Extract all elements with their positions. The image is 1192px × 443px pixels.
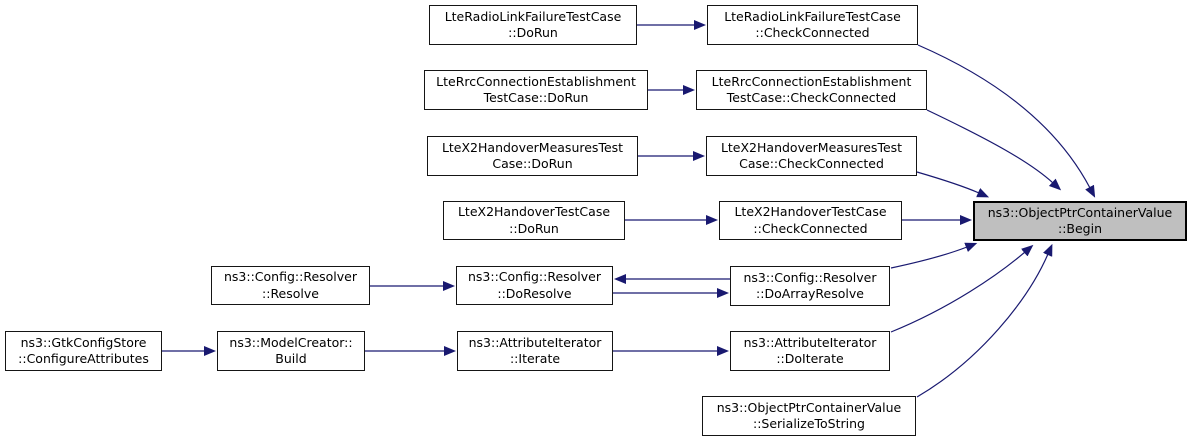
graph-node-label-line: ::Iterate xyxy=(509,351,561,366)
graph-node-label-line: ns3::ModelCreator:: xyxy=(229,334,353,350)
edge-lte-radio-link-failure-checkconnected-to-objectptrcontainervalue-begin xyxy=(917,44,1096,198)
graph-node-label-line: LteX2HandoverMeasuresTest xyxy=(441,139,624,155)
graph-node-label-line: ::DoArrayResolve xyxy=(756,286,864,301)
graph-node-label-line: Build xyxy=(275,351,307,366)
graph-node-lte-radio-link-failure-dorun[interactable]: LteRadioLinkFailureTestCase::DoRun xyxy=(429,5,637,45)
graph-node-label-line: ns3::Config::Resolver xyxy=(743,269,877,285)
graph-node-label-line: ::DoIterate xyxy=(776,351,844,366)
graph-node-config-resolver-doarrayresolve[interactable]: ns3::Config::Resolver::DoArrayResolve xyxy=(730,266,890,306)
graph-node-lte-x2-handover-checkconnected[interactable]: LteX2HandoverTestCase::CheckConnected xyxy=(719,201,902,240)
graph-node-label-line: ::DoResolve xyxy=(497,285,572,301)
graph-node-label-line: Case::CheckConnected xyxy=(739,156,884,171)
graph-node-label-line: ns3::Config::Resolver xyxy=(223,269,357,284)
graph-node-label-line: LteRrcConnectionEstablishment xyxy=(711,73,912,89)
graph-node-label-line: ::Begin xyxy=(1057,221,1103,236)
graph-node-label-line: ::DoRun xyxy=(509,220,559,236)
graph-node-label-line: LteRadioLinkFailureTestCase xyxy=(444,8,622,24)
graph-node-label-line: LteRadioLinkFailureTestCase xyxy=(724,8,901,24)
graph-node-label-line: LteRrcConnectionEstablishment xyxy=(436,73,636,89)
graph-node-modelcreator-build[interactable]: ns3::ModelCreator::Build xyxy=(217,331,365,371)
graph-node-label-line: TestCase::CheckConnected xyxy=(726,90,897,105)
graph-node-label-line: TestCase::DoRun xyxy=(483,90,589,105)
graph-node-label-line: ns3::AttributeIterator xyxy=(743,334,877,350)
graph-node-label-line: ns3::ObjectPtrContainerValue xyxy=(987,204,1173,220)
graph-node-label-line: ns3::AttributeIterator xyxy=(468,334,602,350)
graph-node-lte-x2-handover-dorun[interactable]: LteX2HandoverTestCase::DoRun xyxy=(443,201,625,240)
graph-node-config-resolver-resolve[interactable]: ns3::Config::Resolver::Resolve xyxy=(211,266,370,305)
edge-objectptrcontainervalue-serializetostring-to-objectptrcontainervalue-begin xyxy=(916,243,1053,398)
graph-node-config-resolver-doresolve[interactable]: ns3::Config::Resolver::DoResolve xyxy=(456,266,613,305)
graph-node-lte-radio-link-failure-checkconnected[interactable]: LteRadioLinkFailureTestCase::CheckConnec… xyxy=(707,5,918,45)
graph-node-label-line: ns3::GtkConfigStore xyxy=(20,334,147,350)
graph-node-label-line: ::SerializeToString xyxy=(753,416,865,431)
graph-node-label-line: ::CheckConnected xyxy=(755,25,870,40)
graph-node-attributeiterator-iterate[interactable]: ns3::AttributeIterator::Iterate xyxy=(457,331,613,371)
graph-node-label-line: ::CheckConnected xyxy=(753,220,868,236)
edge-lte-x2-handover-measures-checkconnected-to-objectptrcontainervalue-begin xyxy=(916,171,990,198)
graph-node-objectptrcontainervalue-begin: ns3::ObjectPtrContainerValue::Begin xyxy=(973,201,1187,241)
graph-node-label-line: LteX2HandoverMeasuresTest xyxy=(720,139,903,155)
graph-node-gtkconfigstore-configureattributes[interactable]: ns3::GtkConfigStore::ConfigureAttributes xyxy=(5,331,162,371)
graph-node-attributeiterator-doiterate[interactable]: ns3::AttributeIterator::DoIterate xyxy=(730,331,890,371)
graph-node-label-line: ::DoRun xyxy=(508,25,558,40)
graph-node-label-line: Case::DoRun xyxy=(492,156,573,171)
graph-node-objectptrcontainervalue-serializetostring[interactable]: ns3::ObjectPtrContainerValue::SerializeT… xyxy=(702,396,916,436)
edge-lte-rrc-connection-establishment-checkconnected-to-objectptrcontainervalue-begin xyxy=(926,109,1062,191)
graph-node-label-line: ::Resolve xyxy=(262,285,319,301)
graph-node-label-line: ::ConfigureAttributes xyxy=(18,351,149,366)
edge-attributeiterator-doiterate-to-objectptrcontainervalue-begin xyxy=(890,244,1034,333)
graph-node-label-line: ns3::Config::Resolver xyxy=(467,269,601,284)
graph-node-label-line: ns3::ObjectPtrContainerValue xyxy=(716,399,902,415)
edge-config-resolver-doarrayresolve-to-objectptrcontainervalue-begin xyxy=(890,242,978,269)
graph-node-label-line: LteX2HandoverTestCase xyxy=(734,204,887,219)
graph-node-label-line: LteX2HandoverTestCase xyxy=(457,204,611,219)
